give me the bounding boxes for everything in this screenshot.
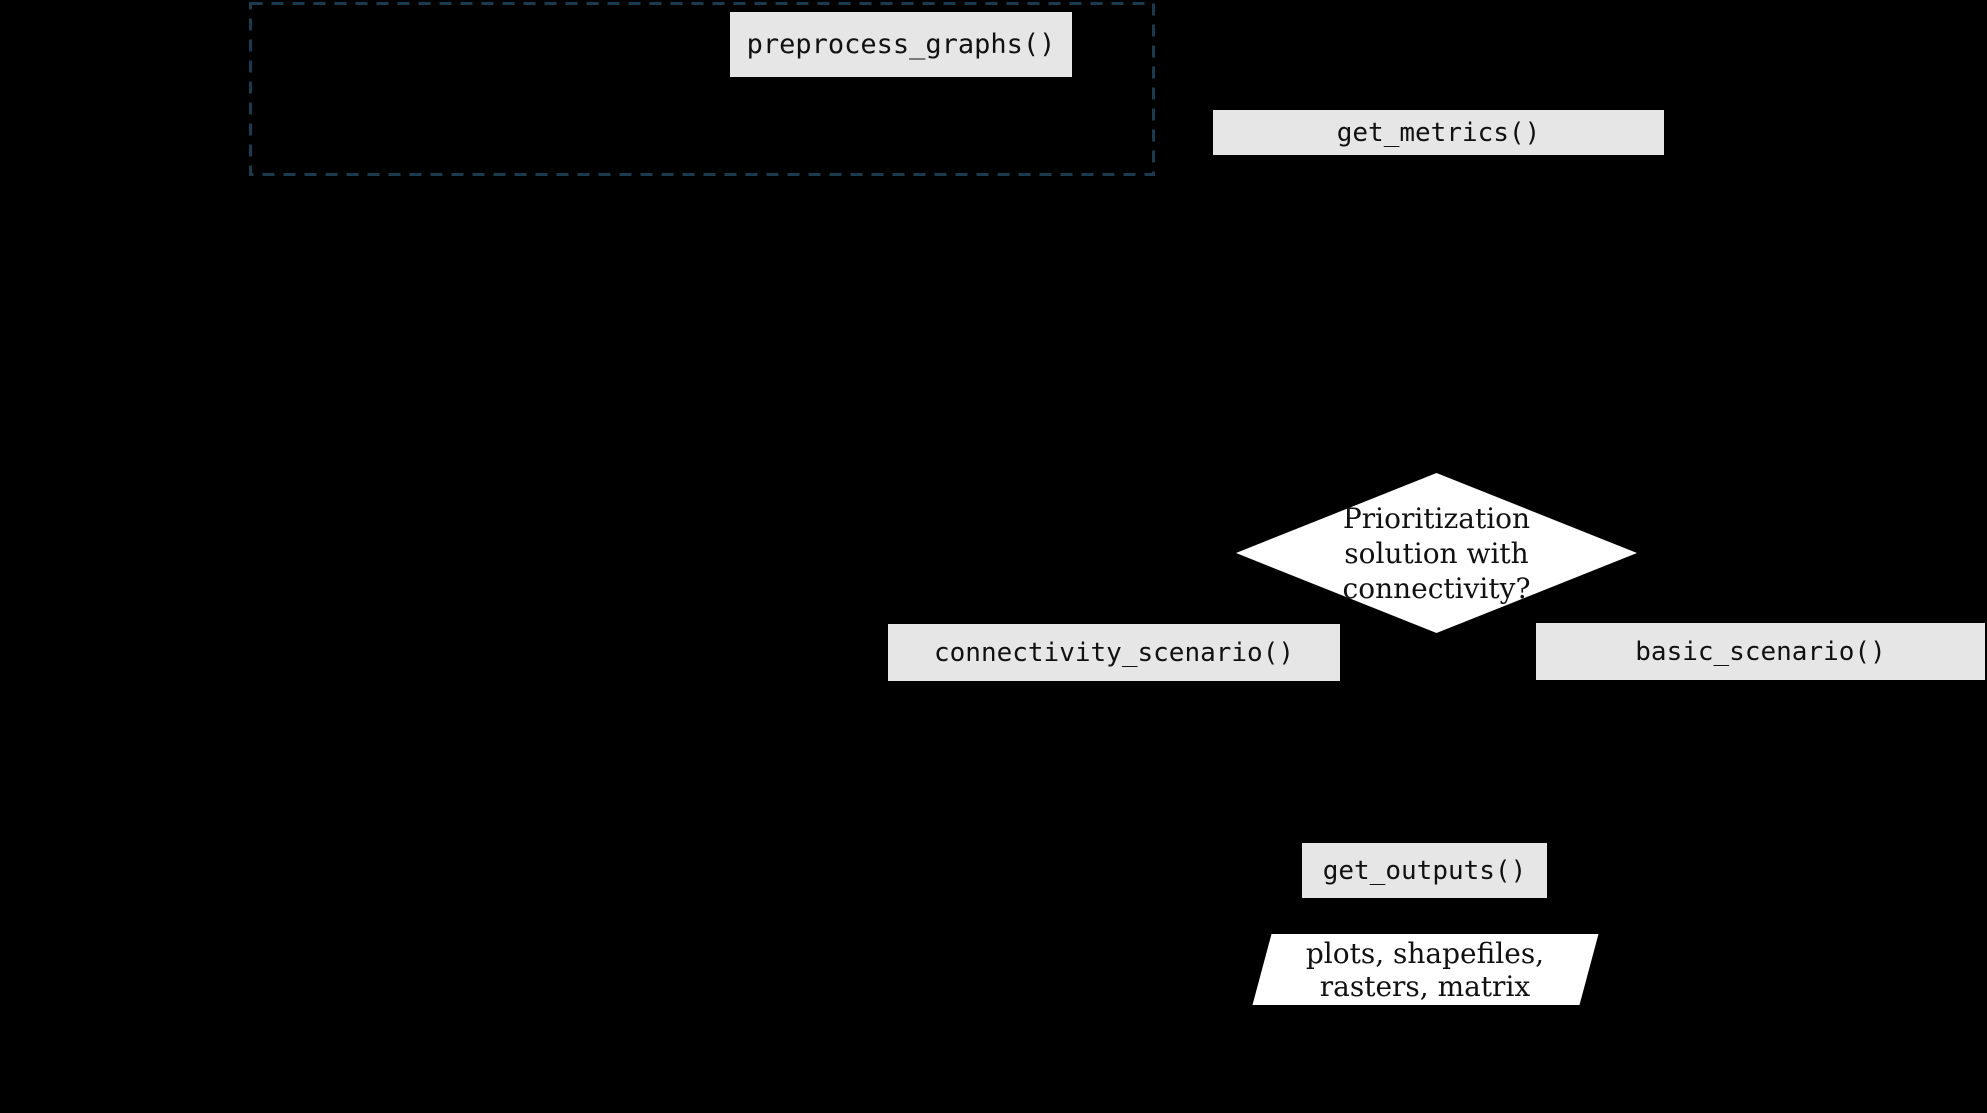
basic-scenario-node: basic_scenario() bbox=[1536, 623, 1985, 680]
outputs-text: plots, shapefiles, rasters, matrix bbox=[1306, 937, 1544, 1003]
connectivity-scenario-node: connectivity_scenario() bbox=[888, 624, 1340, 681]
get-metrics-label: get_metrics() bbox=[1336, 117, 1541, 148]
preprocess-graphs-label: preprocess_graphs() bbox=[746, 29, 1056, 60]
decision-line-2: solution with bbox=[1344, 536, 1529, 570]
preprocess-graphs-node: preprocess_graphs() bbox=[730, 12, 1072, 77]
decision-diamond: Prioritization solution with connectivit… bbox=[1236, 473, 1637, 633]
basic-scenario-label: basic_scenario() bbox=[1635, 636, 1886, 667]
decision-line-3: connectivity? bbox=[1342, 571, 1531, 605]
preprocess-group-dashed-box bbox=[249, 2, 1155, 176]
get-outputs-label: get_outputs() bbox=[1322, 855, 1527, 886]
outputs-line-1: plots, shapefiles, bbox=[1306, 936, 1545, 970]
outputs-parallelogram: plots, shapefiles, rasters, matrix bbox=[1252, 934, 1599, 1005]
get-metrics-node: get_metrics() bbox=[1213, 110, 1664, 155]
outputs-line-2: rasters, matrix bbox=[1320, 969, 1531, 1003]
decision-line-1: Prioritization bbox=[1342, 501, 1531, 535]
connectivity-scenario-label: connectivity_scenario() bbox=[933, 637, 1295, 668]
get-outputs-node: get_outputs() bbox=[1302, 843, 1547, 898]
decision-text: Prioritization solution with connectivit… bbox=[1343, 501, 1531, 606]
dashed-border bbox=[249, 2, 1155, 176]
